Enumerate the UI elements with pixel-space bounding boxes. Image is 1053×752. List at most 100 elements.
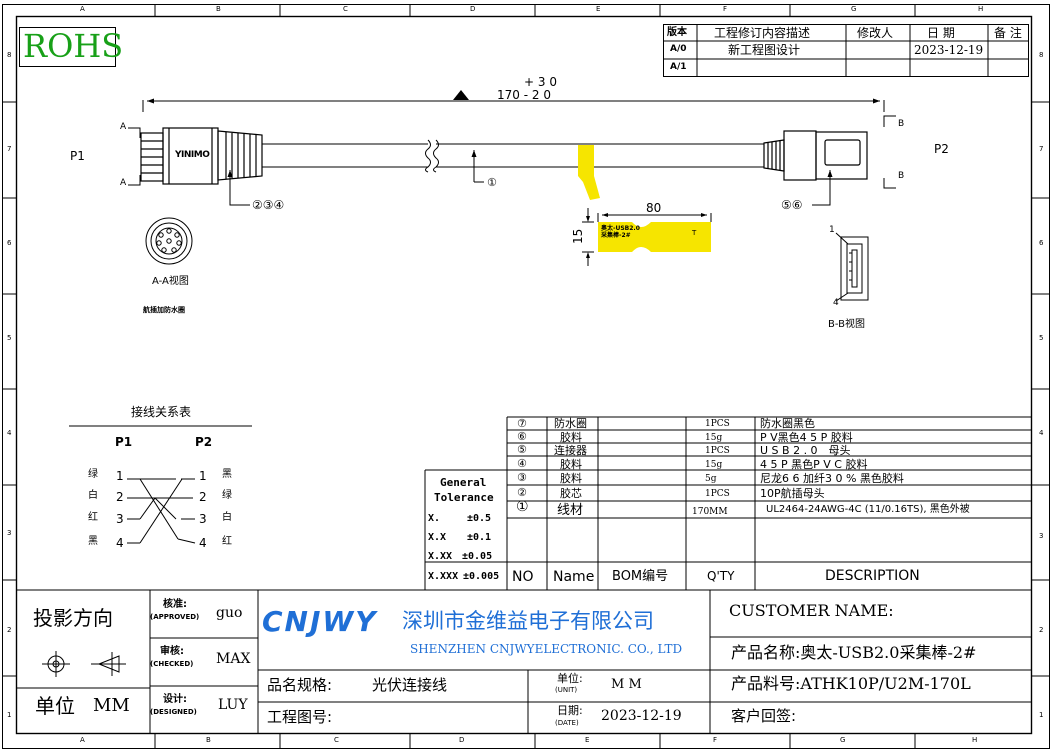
col-label-d: D — [470, 5, 476, 13]
col-label-f-bottom: F — [713, 736, 718, 744]
bom-desc-1: UL2464-24AWG-4C (11/0.16TS), 黑色外被 — [766, 504, 970, 515]
bom-name-4: 胶料 — [560, 458, 582, 471]
rev-row1-version: A/0 — [670, 44, 687, 54]
checked-cn: 审核: — [160, 646, 184, 657]
section-b-bottom: B — [898, 171, 905, 181]
bb-pin1: 1 — [829, 225, 835, 235]
bom-desc-2: 10P航插母头 — [760, 487, 825, 500]
checked-en: (CHECKED) — [150, 660, 194, 668]
row-label-3: 3 — [7, 529, 12, 537]
label-height-dimension: 15 — [571, 228, 585, 244]
bom-desc-4: 4 5 P 黑色P V C 胶料 — [760, 458, 868, 471]
col-label-b: B — [216, 5, 221, 13]
row-label-5-right: 5 — [1039, 334, 1044, 342]
rev-row1-date: 2023-12-19 — [914, 43, 984, 57]
col-label-d-bottom: D — [459, 736, 465, 744]
company-logo: CNJWY — [262, 605, 378, 638]
drawing-number-label: 工程图号: — [267, 708, 333, 726]
row-label-1: 1 — [7, 711, 12, 719]
bom-name-7: 防水圈 — [554, 417, 587, 430]
unit2-en: (UNIT) — [555, 686, 578, 694]
col-label-f: F — [723, 5, 728, 13]
bom-header-desc: DESCRIPTION — [825, 568, 920, 584]
bom-desc-6: P V黑色4 5 P 胶料 — [760, 431, 853, 444]
bom-header-code: BOM编号 — [612, 569, 669, 584]
col-label-e: E — [596, 5, 601, 13]
col-label-g: G — [851, 5, 857, 13]
bom-header-name: Name — [553, 569, 595, 585]
wire4-color-p1: 黑 — [88, 536, 98, 547]
bb-pin4: 4 — [833, 298, 839, 308]
row-label-3-right: 3 — [1039, 532, 1044, 540]
aviation-note: 航插加防水圈 — [143, 306, 185, 314]
col-label-h-bottom: H — [972, 736, 978, 744]
col-label-e-bottom: E — [585, 736, 590, 744]
rev-header-version: 版本 — [667, 27, 687, 38]
rev-row1-desc: 新工程图设计 — [728, 43, 801, 57]
tol-k-0: X. — [428, 513, 441, 524]
callout-56: ⑤⑥ — [781, 198, 803, 212]
col-label-g-bottom: G — [840, 736, 846, 744]
wire4-pin-p1: 4 — [116, 536, 124, 550]
row-label-7-right: 7 — [1039, 145, 1044, 153]
bom-header-qty: Q'TY — [707, 569, 735, 583]
bom-qty-4: 15g — [705, 460, 723, 470]
col-label-b-bottom: B — [206, 736, 211, 744]
row-label-8-right: 8 — [1039, 51, 1044, 59]
bom-qty-3: 5g — [705, 474, 717, 484]
bom-no-7: ⑦ — [517, 417, 527, 430]
approved-cn: 核准: — [163, 599, 187, 610]
tol-v-0: ±0.5 — [467, 513, 492, 524]
row-label-6: 6 — [7, 239, 12, 247]
tol-k-1: X.X — [428, 532, 447, 543]
wire3-color-p1: 红 — [88, 512, 98, 523]
wire3-pin-p2: 3 — [199, 512, 207, 526]
row-label-4: 4 — [7, 429, 12, 437]
tol-k-3: X.XXX — [428, 571, 459, 582]
bom-no-3: ③ — [517, 471, 527, 484]
bom-no-1: ① — [516, 499, 529, 515]
bom-name-1: 线材 — [557, 503, 584, 518]
section-b-top: B — [898, 119, 905, 129]
designed-en: (DESIGNED) — [150, 708, 197, 716]
wire3-color-p2: 白 — [222, 512, 232, 523]
col-label-h: H — [978, 5, 984, 13]
label-text-line2: 采集棒-2# — [601, 232, 631, 239]
rohs-mark: ROHS — [23, 27, 124, 65]
tol-k-2: X.XX — [428, 551, 453, 562]
wire1-pin-p1: 1 — [116, 469, 124, 483]
designed-cn: 设计: — [163, 694, 187, 705]
row-label-8: 8 — [7, 51, 12, 59]
bom-no-2: ② — [517, 486, 527, 499]
tolerance-title1: General — [440, 476, 487, 489]
unit2-cn: 单位: — [557, 672, 583, 685]
row-label-4-right: 4 — [1039, 429, 1044, 437]
unit2-value: M M — [611, 677, 642, 692]
customer-name-label: CUSTOMER NAME: — [729, 601, 894, 620]
view-bb-label: B-B视图 — [828, 319, 865, 330]
view-aa-label: A-A视图 — [152, 276, 189, 287]
bom-name-3: 胶料 — [560, 472, 582, 485]
unit-label: 单位 — [35, 694, 75, 718]
date-en: (DATE) — [555, 719, 579, 727]
connector-brand: YINIMO — [175, 150, 210, 160]
section-a-bottom: A — [120, 178, 127, 188]
date-value: 2023-12-19 — [601, 708, 682, 724]
rev-header-date: 日 期 — [927, 26, 955, 40]
bom-name-2: 胶芯 — [560, 487, 582, 500]
rev-header-note: 备 注 — [994, 26, 1022, 40]
wire3-pin-p1: 3 — [116, 512, 124, 526]
p2-label: P2 — [934, 142, 949, 156]
wire1-color-p2: 黑 — [222, 469, 232, 480]
tol-v-1: ±0.1 — [467, 532, 492, 543]
bom-no-5: ⑤ — [517, 443, 527, 456]
tol-v-2: ±0.05 — [462, 551, 493, 562]
rev-header-by: 修改人 — [857, 26, 894, 40]
company-name-en: SHENZHEN CNJWYELECTRONIC. CO., LTD — [410, 642, 683, 656]
designed-by: LUY — [218, 697, 248, 713]
company-name-cn: 深圳市金维益电子有限公司 — [402, 609, 654, 633]
product-name: 产品名称:奥太-USB2.0采集棒-2# — [731, 643, 977, 662]
bom-desc-7: 防水圈黑色 — [760, 417, 815, 430]
bom-no-4: ④ — [517, 457, 527, 470]
